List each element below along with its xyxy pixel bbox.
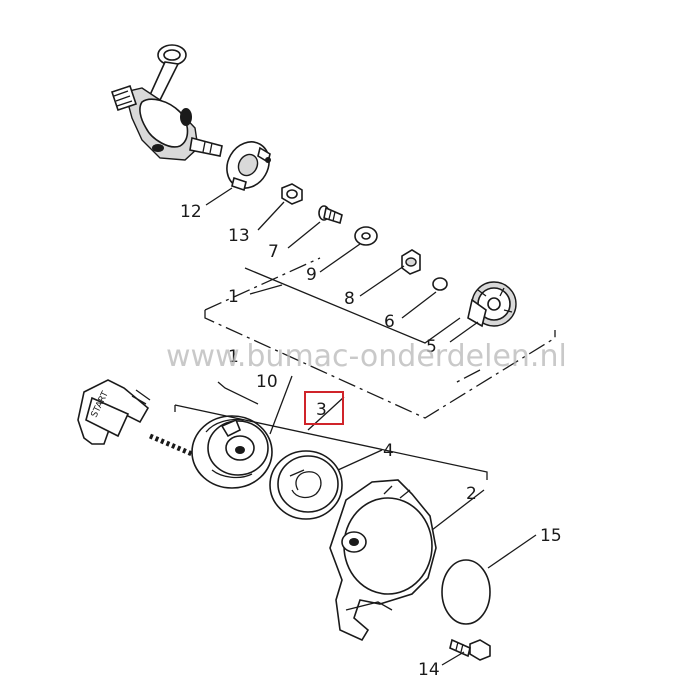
callout-6: 6 xyxy=(384,312,395,332)
part-12-plate xyxy=(226,141,271,192)
part-13-nut xyxy=(281,183,303,205)
part-8-clip xyxy=(401,249,421,275)
part-3-pulley xyxy=(191,415,273,489)
callout-7: 7 xyxy=(268,242,279,262)
callout-9: 9 xyxy=(306,265,317,285)
callout-4: 4 xyxy=(383,441,394,461)
starter-handle: START xyxy=(77,379,151,445)
part-5-ratchet xyxy=(467,281,517,328)
highlight-box xyxy=(304,391,344,425)
part-7-screw xyxy=(318,205,343,225)
bracket-lines xyxy=(174,267,488,480)
leader-lines xyxy=(205,187,537,666)
part-6-ring xyxy=(432,277,448,291)
callout-12: 12 xyxy=(180,202,202,222)
watermark: www.bumac-onderdelen.nl xyxy=(166,339,567,374)
part-4-spring xyxy=(269,450,343,520)
callout-1-upper: 1 xyxy=(228,287,239,307)
callout-15: 15 xyxy=(540,526,562,546)
assembly-lines xyxy=(204,257,556,419)
callout-3: 3 xyxy=(316,400,327,420)
callout-13: 13 xyxy=(228,226,250,246)
callout-10: 10 xyxy=(256,372,278,392)
part-14-bolt xyxy=(449,638,491,661)
callouts: 12 13 7 9 1 8 6 5 1 10 3 4 2 15 14 xyxy=(180,202,562,680)
callout-2: 2 xyxy=(466,484,477,504)
part-2-housing xyxy=(329,479,437,642)
callout-8: 8 xyxy=(344,289,355,309)
crankshaft xyxy=(110,44,223,161)
callout-14: 14 xyxy=(418,660,440,680)
callout-5: 5 xyxy=(426,337,437,357)
part-15-disc xyxy=(441,559,491,625)
part-9-washer xyxy=(354,226,378,246)
callout-1-lower: 1 xyxy=(228,347,239,367)
